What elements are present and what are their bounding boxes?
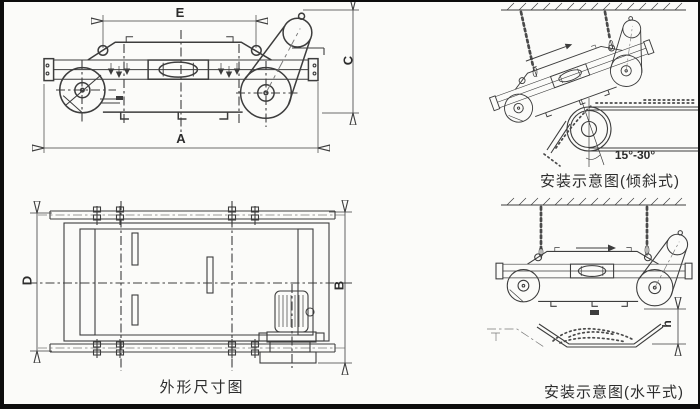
caption-horizontal-install: 安装示意图(水平式) [544,384,684,401]
belt-direction-arrow-2 [576,244,616,252]
dimension-D [30,213,52,351]
drawing-canvas [28,2,698,404]
separator-horizontal [495,230,693,307]
separator-inclined [479,12,663,134]
dim-label-D: D [19,275,35,286]
caption-outline-drawing: 外形尺寸图 [159,379,245,396]
material-pile [552,327,635,344]
dimension-A [44,82,318,153]
dim-label-A: A [176,131,186,146]
angle-mark [580,98,605,167]
outline-side-view [44,10,359,153]
horizontal-installation-view [487,197,693,348]
dim-label-C: C [340,55,356,66]
inclined-installation-view [479,2,698,167]
dim-label-E: E [175,5,185,20]
conveyor-belt [555,99,698,152]
suspension-chains [519,10,614,78]
discharge-chute [543,120,571,167]
trough-conveyor [487,323,664,348]
dimension-C [303,10,359,113]
ceiling-hatch [500,2,687,11]
centerlines [56,30,300,136]
dimension-h [644,309,686,344]
suspension-rails [38,210,347,353]
dimension-E [103,15,256,48]
dim-label-h: h [660,320,674,328]
caption-inclined-install: 安装示意图(倾斜式) [540,173,680,190]
suspension-chains-2 [538,205,650,258]
separator-plan-body [63,222,330,342]
outline-plan-view [28,201,354,371]
dimension-B [318,212,352,363]
belt-direction-arrow [525,43,573,62]
bottom-fitting [590,310,599,315]
anchor-bolts [107,62,241,79]
plan-centerlines [28,201,354,371]
angle-label: 15°-30° [614,148,656,162]
ceiling-hatch-2 [500,197,687,206]
dim-label-B: B [331,280,347,291]
scraper-detail [45,47,325,106]
